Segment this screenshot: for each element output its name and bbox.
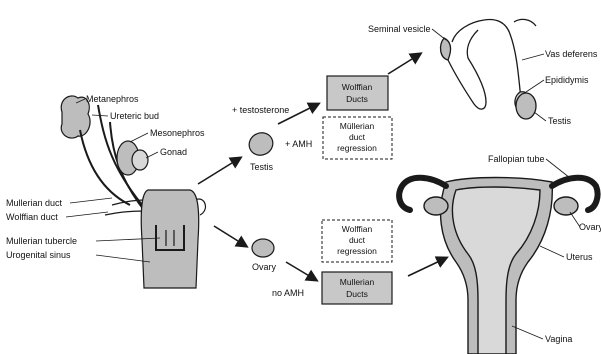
label-ovary-mid: Ovary: [252, 262, 277, 272]
seminal-vesicle-shape: [441, 38, 451, 60]
arrow-to-testis: [198, 158, 240, 184]
label-ovary-right: Ovary: [579, 222, 601, 232]
svg-text:Ducts: Ducts: [346, 94, 368, 104]
svg-text:duct: duct: [349, 235, 366, 245]
svg-text:Mullerian: Mullerian: [340, 277, 375, 287]
label-gonad: Gonad: [160, 147, 187, 157]
label-fallopian-tube: Fallopian tube: [488, 154, 545, 164]
svg-text:Wolffian: Wolffian: [342, 224, 373, 234]
svg-text:regression: regression: [337, 246, 377, 256]
svg-text:Müllerian: Müllerian: [340, 121, 375, 131]
label-amh: + AMH: [285, 139, 312, 149]
label-uterus: Uterus: [566, 252, 593, 262]
vas-deferens-shape: [452, 20, 524, 110]
label-vagina: Vagina: [545, 334, 572, 344]
label-epididymis: Epididymis: [545, 75, 589, 85]
ovary-left-shape: [424, 197, 448, 215]
arrow-to-female-tract: [408, 258, 446, 276]
ovary-mid: [252, 239, 274, 257]
label-testosterone: + testosterone: [232, 105, 289, 115]
label-seminal-vesicle: Seminal vesicle: [368, 24, 431, 34]
testis-mid: [245, 129, 276, 159]
box-wolffian-ducts: Wolffian Ducts: [327, 76, 388, 110]
testis-right-shape: [516, 93, 536, 119]
box-wolffian-regression: Wolffian duct regression: [322, 220, 392, 262]
svg-text:regression: regression: [337, 143, 377, 153]
arrow-to-ovary: [214, 226, 246, 246]
male-tract: [441, 19, 536, 119]
label-metanephros: Metanephros: [86, 94, 139, 104]
label-no-amh: no AMH: [272, 288, 304, 298]
svg-text:Ducts: Ducts: [346, 289, 368, 299]
label-mesonephros: Mesonephros: [150, 128, 205, 138]
label-vas-deferens: Vas deferens: [545, 49, 598, 59]
gonad-shape: [132, 150, 148, 170]
label-testis-mid: Testis: [250, 162, 274, 172]
svg-text:duct: duct: [349, 132, 366, 142]
box-mullerian-ducts: Mullerian Ducts: [322, 272, 392, 304]
label-wolffian-duct: Wolffian duct: [6, 212, 58, 222]
indifferent-embryo: [61, 96, 205, 288]
svg-text:Wolffian: Wolffian: [342, 82, 373, 92]
label-testis-right: Testis: [548, 116, 572, 126]
box-mullerian-regression: Müllerian duct regression: [323, 117, 392, 159]
male-labels: Seminal vesicle Vas deferens Epididymis …: [368, 24, 598, 126]
arrow-to-male-tract: [388, 54, 420, 74]
label-mullerian-duct: Mullerian duct: [6, 198, 63, 208]
label-mullerian-tubercle: Mullerian tubercle: [6, 236, 77, 246]
label-ureteric-bud: Ureteric bud: [110, 111, 159, 121]
label-urogenital-sinus: Urogenital sinus: [6, 250, 71, 260]
ovary-right-shape: [554, 197, 578, 215]
urogenital-sinus-shape: [141, 190, 198, 288]
arrow-to-mullerian-ducts: [286, 262, 316, 280]
